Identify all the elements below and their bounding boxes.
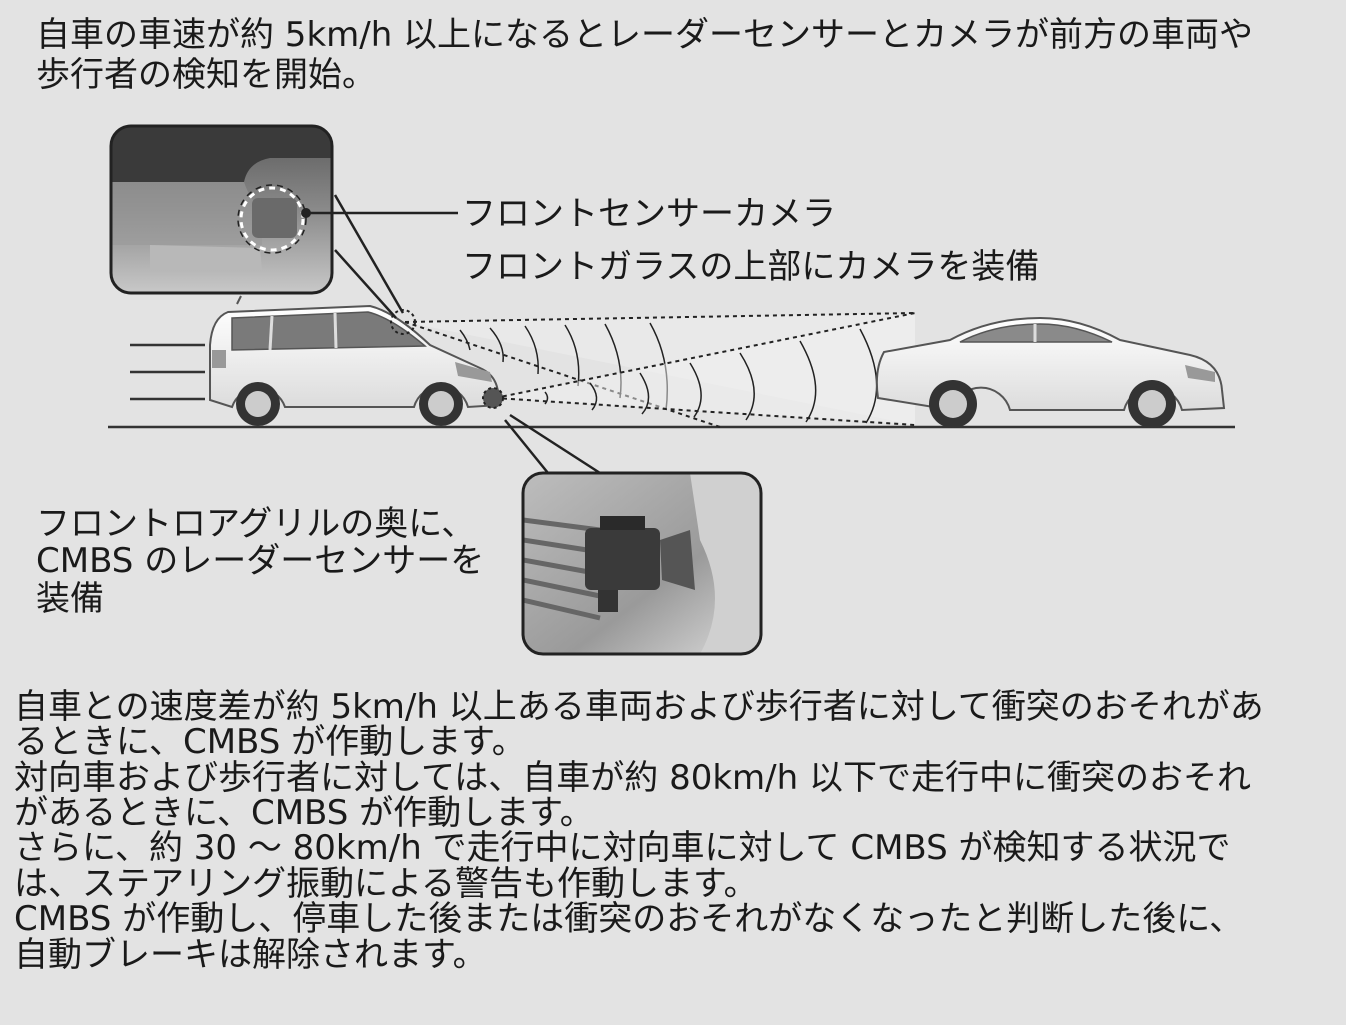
body-line-6: は、ステアリング振動による警告も作動します。 [14,863,758,904]
radar-location-marker [482,387,504,409]
camera-callout-label: フロントセンサーカメラ フロントガラスの上部にカメラを装備 [462,188,1039,293]
body-line-1: 自車との速度差が約 5km/h 以上ある車両および歩行者に対して衝突のおそれがあ [14,687,1264,727]
body-line-2: るときに、CMBS が作動します。 [14,722,526,763]
own-vehicle [209,295,502,426]
camera-location-marker [390,309,416,335]
camera-callout-title: フロントセンサーカメラ [462,194,836,234]
body-line-3: 対向車および歩行者に対しては、自車が約 80km/h 以下で走行中に衝突のおそれ [14,757,1251,798]
radar-callout-line-2: CMBS のレーダーセンサーを [36,541,485,582]
intro-text: 自車の車速が約 5km/h 以上になるとレーダーセンサーとカメラが前方の車両や … [36,15,1254,96]
body-line-5: さらに、約 30 〜 80km/h で走行中に対向車に対して CMBS が検知す… [14,828,1231,869]
body-text: 自車との速度差が約 5km/h 以上ある車両および歩行者に対して衝突のおそれがあ… [14,687,1264,975]
radar-callout-line-1: フロントロアグリルの奥に、 [36,504,476,544]
camera-callout-desc: フロントガラスの上部にカメラを装備 [462,246,1040,287]
body-line-4: があるときに、CMBS が作動します。 [14,793,594,834]
speed-lines [130,343,205,401]
intro-line-1: 自車の車速が約 5km/h 以上になるとレーダーセンサーとカメラが前方の車両や [36,15,1254,55]
body-line-7: CMBS が作動し、停車した後または衝突のおそれがなくなったと判断した後に、 [14,899,1244,940]
radar-callout-label: フロントロアグリルの奥に、 CMBS のレーダーセンサーを 装備 [36,504,485,619]
camera-inset [109,124,458,319]
radar-detection-area [494,312,916,426]
vehicle-ahead [875,316,1226,428]
intro-line-2: 歩行者の検知を開始。 [36,54,376,95]
radar-callout-line-3: 装備 [36,578,104,619]
radar-inset [504,413,763,656]
body-line-8: 自動ブレーキは解除されます。 [14,934,487,975]
